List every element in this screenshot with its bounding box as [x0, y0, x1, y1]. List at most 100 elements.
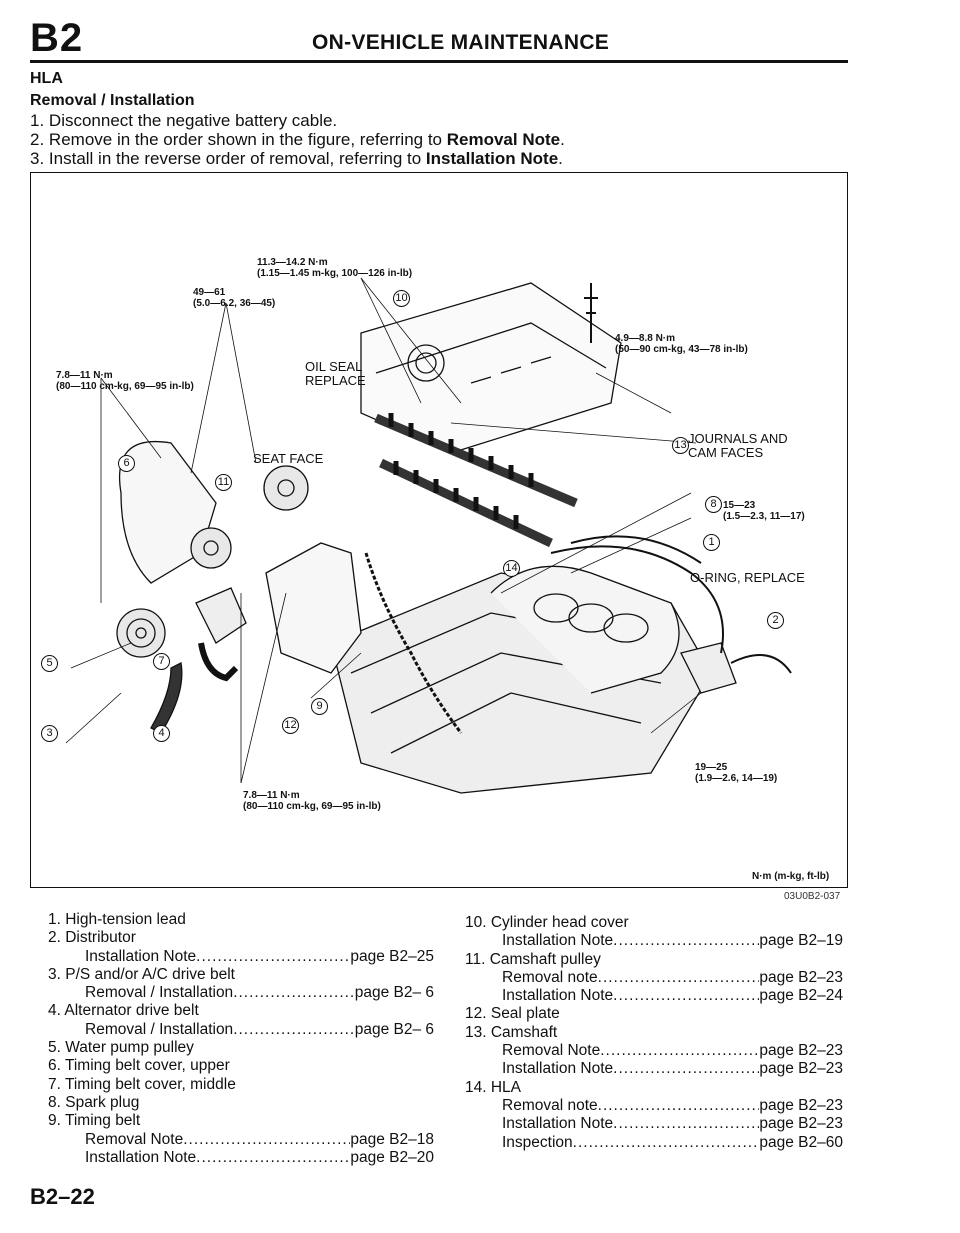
part-number-13: 13: [672, 437, 689, 454]
parts-list-item: 6. Timing belt cover, upper: [48, 1057, 230, 1075]
reference-label: Installation Note: [502, 987, 614, 1005]
torque-callout: 19—25 (1.9—2.6, 14—19): [695, 762, 778, 784]
leader-dots: [613, 987, 759, 1005]
parts-list-item: 9. Timing belt: [48, 1112, 141, 1130]
parts-list-reference: Installation Note page B2–24: [465, 987, 843, 1005]
part-number-7: 7: [153, 653, 170, 670]
reference-label: Installation Note: [502, 1060, 614, 1078]
unit-note: N·m (m-kg, ft-lb): [752, 871, 830, 882]
parts-list-item: 10. Cylinder head cover: [465, 914, 629, 931]
leader-dots: [600, 1042, 759, 1060]
parts-list-item: 3. P/S and/or A/C drive belt: [48, 965, 235, 983]
leader-dots: [196, 1149, 350, 1167]
part-number-11: 11: [215, 474, 232, 491]
page-number: B2–22: [30, 1184, 95, 1209]
reference-label: Removal note: [502, 1096, 598, 1114]
spark-plug-drawing: [584, 283, 598, 343]
parts-list-reference: Removal / Installation page B2– 6: [48, 1021, 434, 1039]
cylinder-head-cover-drawing: [360, 282, 622, 454]
reference-label: Removal note: [502, 968, 598, 986]
leader-dots: [233, 1021, 355, 1039]
reference-label: Removal / Installation: [85, 1020, 234, 1038]
leader-dots: [233, 984, 355, 1002]
reference-label: Inspection: [502, 1133, 573, 1151]
torque-callout: 7.8—11 N·m (80—110 cm-kg, 69—95 in-lb): [56, 370, 194, 392]
reference-page: page B2– 6: [354, 1020, 434, 1038]
leader-dots: [598, 969, 760, 987]
leader-dots: [613, 1060, 759, 1078]
leader-dots: [598, 1097, 760, 1115]
step-2: 2. Remove in the order shown in the figu…: [30, 130, 565, 150]
leader-dots: [183, 1131, 350, 1149]
reference-label: Removal Note: [85, 1130, 184, 1148]
distributor-drawing: [680, 642, 737, 694]
reference-page: page B2–23: [759, 1115, 843, 1133]
section-code: B2: [30, 16, 84, 60]
reference-label: Installation Note: [85, 1148, 197, 1166]
timing-belt-drawing: [364, 552, 463, 734]
parts-list-item: 1. High-tension lead: [48, 911, 186, 928]
step-text: Install in the reverse order of removal,…: [48, 149, 426, 168]
step-number: 2.: [30, 130, 45, 149]
part-number-5: 5: [41, 655, 58, 672]
step-1: 1. Disconnect the negative battery cable…: [30, 111, 337, 131]
part-number-10: 10: [393, 290, 410, 307]
exploded-view-figure: [30, 172, 848, 888]
parts-list-reference: Removal Notepage B2–18: [48, 1131, 434, 1149]
reference-page: page B2–25: [350, 947, 434, 965]
reference-label: Installation Note: [502, 1115, 614, 1133]
figure-code: 03U0B2-037: [784, 891, 841, 902]
parts-list-reference: Installation Note page B2–19: [465, 932, 843, 950]
oring-label: O-RING, REPLACE: [690, 570, 805, 585]
parts-list-reference: Installation Note page B2–23: [465, 1115, 843, 1133]
reference-label: Installation Note: [85, 947, 197, 965]
parts-list-item: 5. Water pump pulley: [48, 1039, 194, 1057]
part-number-9: 9: [311, 698, 328, 715]
journals-label: JOURNALS AND CAM FACES: [688, 431, 788, 460]
reference-page: page B2–23: [759, 1042, 843, 1060]
reference-page: page B2–24: [759, 987, 843, 1005]
part-number-12: 12: [282, 717, 299, 734]
seat-face-label: SEAT FACE: [253, 451, 324, 466]
reference-label: Removal Note: [502, 1042, 601, 1060]
step-end: .: [558, 149, 563, 168]
parts-list-reference: Removal note page B2–23: [465, 969, 843, 987]
leader-dots: [613, 1115, 759, 1133]
engine-exploded-diagram: [65, 277, 792, 794]
page-title: ON-VEHICLE MAINTENANCE: [312, 31, 610, 54]
step-emphasis: Removal Note: [446, 130, 561, 149]
step-number: 1.: [30, 111, 45, 130]
parts-list-reference: Removal notepage B2–23: [465, 1097, 843, 1115]
high-tension-lead-drawing: [550, 545, 724, 654]
oil-seal-label: OIL SEAL REPLACE: [305, 359, 366, 388]
reference-label: Installation Note: [502, 932, 614, 950]
header-rule: [30, 60, 848, 63]
parts-list-reference: Installation Notepage B2–23: [465, 1060, 843, 1078]
parts-list-item: 11. Camshaft pulley: [465, 950, 601, 968]
parts-list-item: 2. Distributor: [48, 929, 136, 947]
intake-manifold-drawing: [490, 565, 680, 694]
torque-callout: 11.3—14.2 N·m (1.15—1.45 m-kg, 100—126 i…: [257, 257, 413, 279]
step-text: Remove in the order shown in the figure,…: [48, 130, 447, 149]
part-number-8: 8: [705, 496, 722, 513]
leader-dots: [613, 932, 759, 950]
part-number-1: 1: [703, 534, 720, 551]
reference-label: Removal / Installation: [85, 984, 234, 1002]
step-3: 3. Install in the reverse order of remov…: [30, 149, 563, 169]
parts-list-reference: Installation Note page B2–20: [48, 1149, 434, 1167]
reference-page: page B2–20: [350, 1148, 434, 1166]
reference-page: page B2–19: [759, 932, 843, 950]
parts-list-item: 8. Spark plug: [48, 1093, 140, 1111]
section-subheading: Removal / Installation: [30, 92, 195, 109]
torque-callout: 49—61 (5.0—6.2, 36—45): [193, 287, 276, 309]
parts-list-item: 12. Seal plate: [465, 1005, 560, 1023]
drive-belt-drawing: [150, 662, 183, 734]
leader-dots: [573, 1134, 760, 1152]
leader-dots: [196, 948, 350, 966]
water-pump-drawing: [195, 587, 247, 644]
parts-list-reference: Inspectionpage B2–60: [465, 1134, 843, 1152]
reference-page: page B2–23: [759, 968, 843, 986]
parts-list-item: 7. Timing belt cover, middle: [48, 1075, 236, 1093]
